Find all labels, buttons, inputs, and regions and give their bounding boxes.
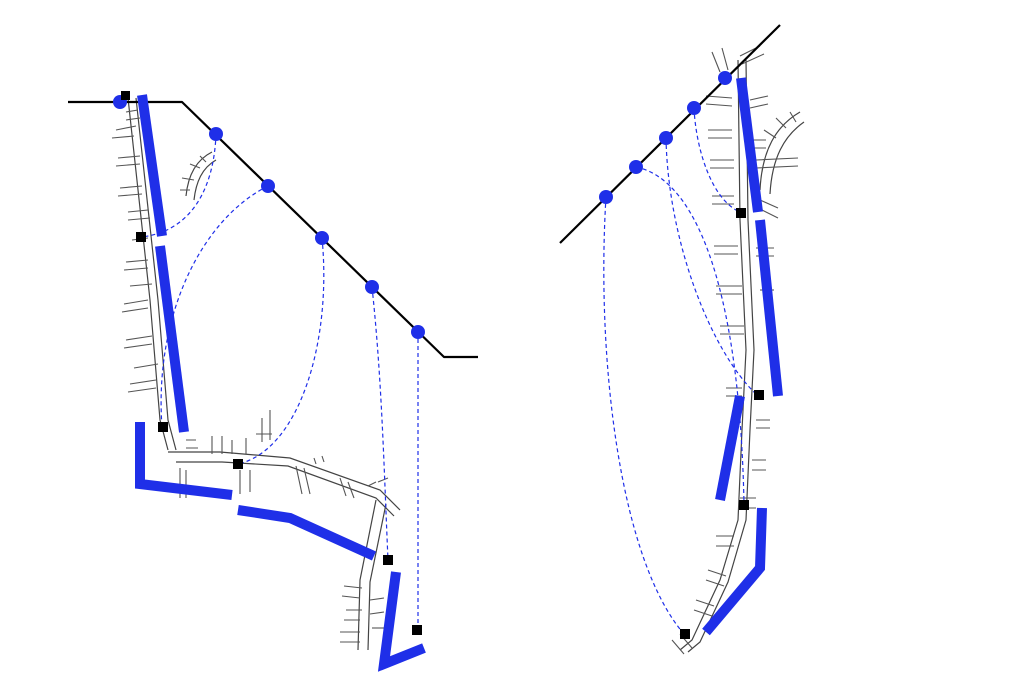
left-terrain-line — [68, 100, 478, 359]
node-point — [209, 127, 223, 141]
node-point — [659, 131, 673, 145]
node-point — [718, 71, 732, 85]
anchor-point — [121, 91, 130, 100]
anchor-point — [739, 500, 749, 510]
node-point — [315, 231, 329, 245]
node-point — [411, 325, 425, 339]
left-anchors — [121, 91, 422, 635]
right-figure — [559, 24, 805, 655]
node-point — [687, 101, 701, 115]
anchor-point — [233, 459, 243, 469]
wall-segment — [137, 94, 167, 237]
wall-segment — [715, 395, 745, 501]
node-point — [629, 160, 643, 174]
anchor-point — [383, 555, 393, 565]
right-leaders — [603, 107, 757, 635]
node-point — [365, 280, 379, 294]
left-leaders — [140, 133, 419, 630]
wall-segment — [135, 422, 233, 500]
anchor-point — [412, 625, 422, 635]
wall-segment — [155, 245, 189, 433]
anchor-point — [136, 232, 146, 242]
wall-segment — [377, 571, 426, 672]
wall-segment — [237, 505, 377, 561]
anchor-point — [754, 390, 764, 400]
node-point — [599, 190, 613, 204]
wall-segment — [755, 219, 783, 397]
anchor-point — [158, 422, 168, 432]
anchor-point — [680, 629, 690, 639]
node-point — [261, 179, 275, 193]
right-nodes — [599, 71, 732, 204]
right-anchors — [680, 208, 764, 639]
left-figure — [68, 91, 478, 672]
anchor-point — [736, 208, 746, 218]
right-structure — [671, 45, 805, 655]
wall-segment — [736, 77, 763, 213]
wall-segment — [702, 507, 767, 636]
left-wall-segments — [135, 94, 426, 672]
left-structure — [111, 97, 401, 651]
right-wall-segments — [702, 77, 783, 636]
